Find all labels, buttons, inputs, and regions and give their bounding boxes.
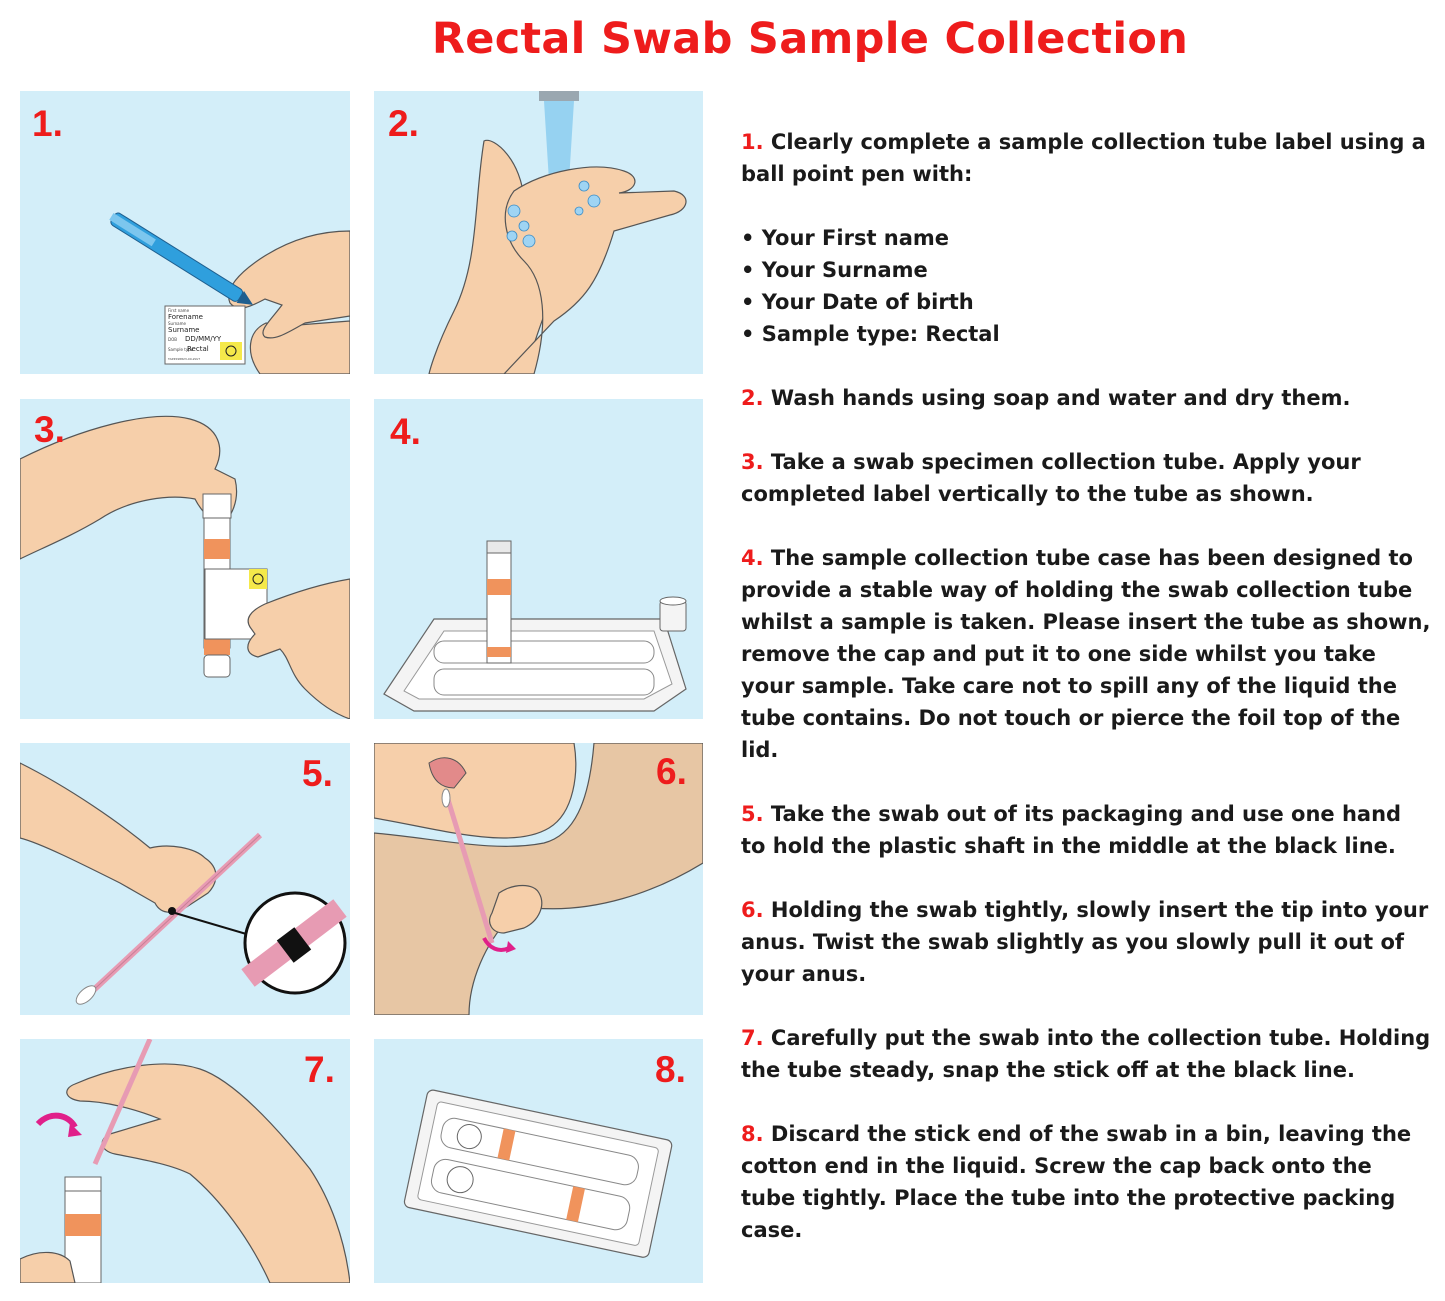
panel-step-1: First name Forename Surname Surname DOB … (20, 91, 350, 374)
instructions-text: 1. Clearly complete a sample collection … (741, 126, 1431, 1278)
instruction-text: Take a swab specimen collection tube. Ap… (741, 450, 1361, 506)
label-surname-caption: Surname (168, 321, 187, 326)
holding-swab-illustration (20, 762, 347, 1005)
list-item: Sample type: Rectal (741, 318, 1431, 350)
panel-step-8: 8. (374, 1039, 703, 1283)
instruction-number: 7. (741, 1026, 764, 1050)
list-item: Your Date of birth (741, 286, 1431, 318)
instruction-text: Clearly complete a sample collection tub… (741, 130, 1426, 186)
biohazard-icon (225, 345, 237, 357)
step-number-7: 7. (304, 1049, 335, 1090)
label-first-name-caption: First name (168, 308, 190, 313)
label-dob: DD/MM/YY (185, 335, 222, 343)
instruction-number: 3. (741, 450, 764, 474)
step-number-6: 6. (656, 751, 687, 792)
label-field-list: Your First name Your Surname Your Date o… (741, 222, 1431, 350)
label-forename: Forename (168, 313, 203, 321)
instruction-step-6: 6. Holding the swab tightly, slowly inse… (741, 894, 1431, 990)
snapping-swab-illustration (20, 1039, 350, 1283)
instruction-number: 5. (741, 802, 764, 826)
instruction-number: 4. (741, 546, 764, 570)
panel-step-4: 4. (374, 399, 703, 719)
label-code: TAP4598823-00-ZLV7 (167, 357, 200, 361)
instruction-text: The sample collection tube case has been… (741, 546, 1431, 762)
step-number-5: 5. (302, 753, 333, 794)
panel-step-7: 7. (20, 1039, 350, 1283)
step-number-8: 8. (655, 1049, 686, 1090)
instruction-step-3: 3. Take a swab specimen collection tube.… (741, 446, 1431, 510)
instruction-step-5: 5. Take the swab out of its packaging an… (741, 798, 1431, 862)
instruction-number: 8. (741, 1122, 764, 1146)
panel-step-2: 2. (374, 91, 703, 374)
step-number-3: 3. (34, 409, 65, 450)
label-surname: Surname (168, 326, 200, 334)
instruction-number: 2. (741, 386, 764, 410)
step-number-1: 1. (32, 103, 63, 144)
list-item: Your First name (741, 222, 1431, 254)
washing-hands-illustration (428, 91, 687, 374)
label-dob-caption: DOB (168, 337, 177, 342)
inserting-swab-illustration (374, 743, 703, 1015)
step-number-2: 2. (388, 103, 419, 144)
instruction-text: Take the swab out of its packaging and u… (741, 802, 1402, 858)
panel-step-3: 3. (20, 399, 350, 719)
panel-step-6: 6. (374, 743, 703, 1015)
label-sample-type: Rectal (187, 345, 209, 353)
list-item: Your Surname (741, 254, 1431, 286)
panel-step-5: 5. (20, 743, 350, 1015)
instruction-number: 6. (741, 898, 764, 922)
instruction-text: Carefully put the swab into the collecti… (741, 1026, 1431, 1082)
page-title: Rectal Swab Sample Collection (431, 14, 1189, 64)
instruction-step-2: 2. Wash hands using soap and water and d… (741, 382, 1431, 414)
instruction-text: Holding the swab tightly, slowly insert … (741, 898, 1429, 986)
applying-label-illustration (20, 415, 350, 719)
instruction-step-4: 4. The sample collection tube case has b… (741, 542, 1431, 766)
step-number-4: 4. (390, 411, 421, 452)
instruction-text: Discard the stick end of the swab in a b… (741, 1122, 1412, 1242)
instruction-step-7: 7. Carefully put the swab into the colle… (741, 1022, 1431, 1086)
instruction-step-8: 8. Discard the stick end of the swab in … (741, 1118, 1431, 1246)
instruction-text: Wash hands using soap and water and dry … (770, 386, 1351, 410)
label-sample-type-caption: Sample type (168, 347, 194, 352)
instruction-step-1: 1. Clearly complete a sample collection … (741, 126, 1431, 190)
packing-case-illustration (403, 1089, 673, 1258)
writing-label-illustration: First name Forename Surname Surname DOB … (109, 212, 350, 374)
instruction-number: 1. (741, 130, 764, 154)
tube-in-case-illustration (383, 540, 687, 712)
